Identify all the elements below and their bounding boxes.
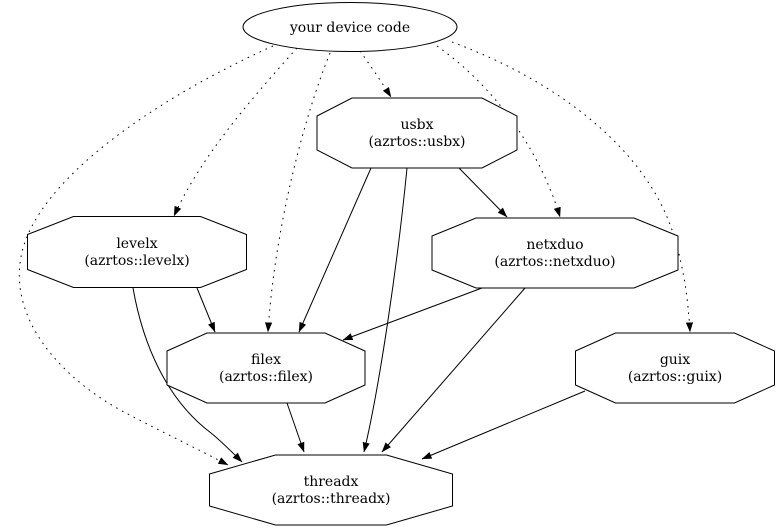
octagon-shape-levelx (27, 216, 247, 288)
edge-device_code-guix (451, 41, 694, 333)
edge-usbx-filex (298, 167, 372, 333)
octagon-shape-filex (166, 332, 366, 404)
node-label-filex: filex(azrtos::filex) (219, 352, 313, 385)
node-device_code: your device code (242, 2, 458, 52)
edge-netxduo-threadx (381, 287, 526, 453)
node-levelx: levelx(azrtos::levelx) (27, 216, 247, 288)
node-threadx: threadx(azrtos::threadx) (209, 454, 453, 526)
edge-filex-threadx (286, 402, 305, 453)
node-guix: guix(azrtos::guix) (575, 332, 775, 404)
node-filex: filex(azrtos::filex) (166, 332, 366, 404)
edge-guix-threadx (421, 390, 586, 460)
node-label-usbx: usbx(azrtos::usbx) (368, 117, 465, 150)
edge-levelx-threadx (132, 287, 243, 463)
edge-device_code-filex (265, 52, 331, 333)
ellipse-shape-device_code (242, 2, 458, 52)
node-label-guix: guix(azrtos::guix) (628, 352, 722, 385)
node-label-netxduo: netxduo(azrtos::netxduo) (494, 237, 615, 270)
edge-device_code-usbx (359, 50, 392, 98)
edge-usbx-netxduo (458, 167, 508, 218)
node-usbx: usbx(azrtos::usbx) (316, 97, 518, 169)
node-netxduo: netxduo(azrtos::netxduo) (431, 217, 679, 289)
octagon-shape-threadx (209, 454, 453, 526)
edge-netxduo-filex (342, 287, 483, 341)
octagon-shape-guix (575, 332, 775, 404)
edge-levelx-filex (196, 287, 216, 333)
nodes-layer: your device codeusbx(azrtos::usbx)levelx… (27, 2, 775, 526)
octagon-shape-usbx (316, 97, 518, 169)
edge-device_code-levelx (173, 47, 298, 217)
octagon-shape-netxduo (431, 217, 679, 289)
edge-usbx-threadx (362, 167, 408, 453)
node-label-levelx: levelx(azrtos::levelx) (84, 236, 189, 269)
node-label-device_code: your device code (289, 20, 410, 36)
node-label-threadx: threadx(azrtos::threadx) (272, 474, 391, 507)
